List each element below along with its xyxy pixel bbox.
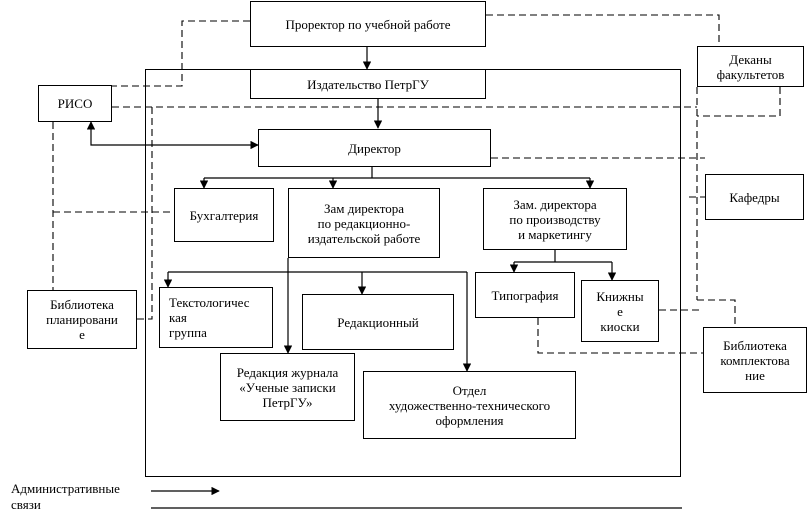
riso-director-arrow — [86, 121, 259, 150]
journal-editorial-box: Редакция журнала «Ученые записки ПетрГУ» — [220, 353, 355, 421]
prorector-box: Проректор по учебной работе — [250, 1, 486, 47]
deans-box: Деканы факультетов — [697, 46, 804, 87]
art-tech-dept-box: Отдел художественно-технического оформле… — [363, 371, 576, 439]
deans-to-right-link — [697, 87, 781, 117]
planning-library-box: Библиотека планировани е — [27, 290, 137, 349]
typography-acquisition-link — [537, 318, 703, 354]
deans-acquisition-link — [697, 299, 736, 327]
legend-admin-label: Административные связи — [11, 481, 120, 512]
departments-box: Кафедры — [705, 174, 804, 220]
admin-links — [86, 47, 682, 509]
textology-group-box: Текстологичес кая группа — [159, 287, 273, 348]
deputy-production-bus — [514, 250, 612, 263]
bookstores-box: Книжны е киоски — [581, 280, 659, 342]
editorial-box: Редакционный — [302, 294, 454, 350]
deputy-editorial-bus — [168, 258, 467, 273]
accounting-box: Бухгалтерия — [174, 188, 274, 242]
prorector-deans-link — [486, 14, 720, 46]
director-branch-bus — [204, 167, 590, 179]
library-right-link — [137, 107, 153, 320]
acquisition-library-box: Библиотека комплектова ние — [703, 327, 807, 393]
typography-box: Типография — [475, 272, 575, 318]
functional-links — [52, 14, 781, 354]
director-box: Директор — [258, 129, 491, 167]
riso-box: РИСО — [38, 85, 112, 122]
deputy-production-box: Зам. директора по производству и маркети… — [483, 188, 627, 250]
prorector-riso-link — [112, 20, 250, 87]
deputy-editorial-box: Зам директора по редакционно- издательск… — [288, 188, 440, 258]
publisher-box: Издательство ПетрГУ — [250, 69, 486, 99]
